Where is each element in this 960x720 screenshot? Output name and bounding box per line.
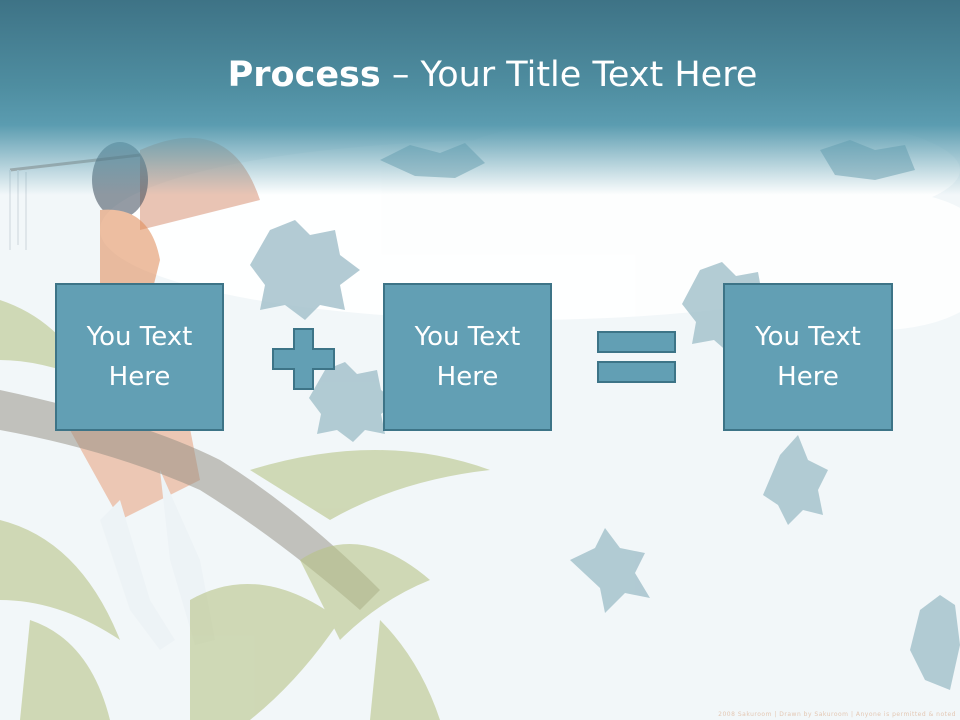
footer-credit: 2008 Sakuroom | Drawn by Sakuroom | Anyo… (718, 711, 956, 718)
slide-title: Process – Your Title Text Here (0, 52, 960, 98)
title-rest: – Your Title Text Here (380, 55, 758, 95)
process-box-1[interactable]: You Text Here (55, 283, 224, 431)
process-box-2[interactable]: You Text Here (383, 283, 552, 431)
process-box-1-text: You Text Here (86, 322, 193, 392)
plus-icon (272, 328, 335, 390)
title-bar (0, 0, 960, 195)
process-box-3-text: You Text Here (755, 322, 861, 392)
process-box-3[interactable]: You Text Here (723, 283, 893, 431)
process-box-2-text: You Text Here (414, 322, 521, 392)
title-bold: Process (227, 55, 381, 95)
equals-icon (597, 331, 676, 383)
